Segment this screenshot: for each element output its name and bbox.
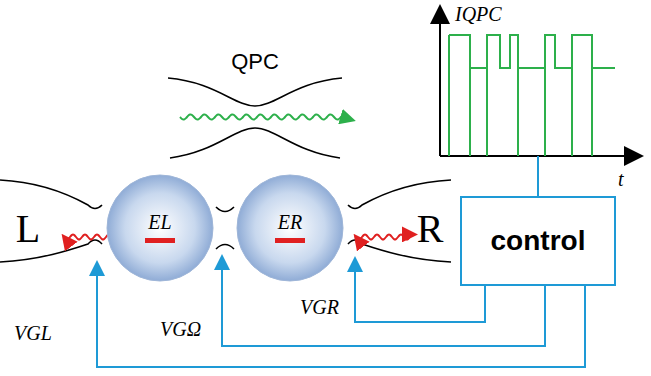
lead-label: L bbox=[16, 205, 40, 252]
trace-step bbox=[469, 68, 471, 156]
trace-step bbox=[571, 68, 573, 156]
energy-level bbox=[145, 238, 175, 243]
energy-level bbox=[275, 238, 305, 243]
axis-label: t bbox=[618, 168, 624, 191]
trace-step bbox=[517, 68, 519, 156]
gate-label: VGΩ bbox=[160, 318, 201, 341]
trace-step bbox=[591, 68, 593, 156]
device-outline bbox=[0, 78, 451, 262]
trace-step bbox=[486, 68, 488, 156]
box-label: control bbox=[491, 225, 586, 257]
plot-axes bbox=[440, 8, 640, 156]
lead-label: R bbox=[417, 205, 444, 252]
quantum-dot: EL bbox=[106, 174, 214, 282]
quantum-dot: ER bbox=[236, 174, 344, 282]
trace-step bbox=[544, 68, 546, 156]
tunnel-arrow bbox=[356, 234, 414, 239]
current-arrow bbox=[180, 114, 352, 120]
gate-label: VGR bbox=[300, 296, 339, 319]
gate-label: VGL bbox=[14, 322, 52, 345]
energy-label: EL bbox=[148, 211, 171, 234]
current-trace bbox=[449, 35, 615, 68]
qpc-label: QPC bbox=[231, 49, 279, 75]
control-box: control bbox=[460, 196, 616, 286]
energy-label: ER bbox=[278, 211, 302, 234]
trace-step bbox=[448, 35, 450, 156]
axis-label: IQPC bbox=[455, 3, 502, 26]
dot-circle bbox=[107, 175, 213, 281]
dot-circle bbox=[237, 175, 343, 281]
